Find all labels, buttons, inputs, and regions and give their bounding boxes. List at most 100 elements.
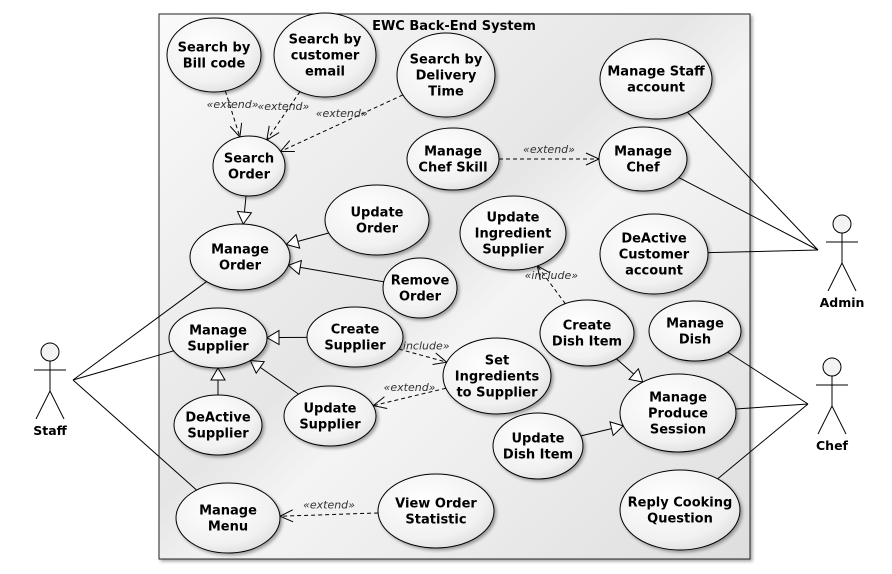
- use-case-label: Update: [512, 432, 565, 447]
- generalization-edge: [285, 232, 329, 249]
- use-case-label: View Order: [395, 497, 477, 512]
- use-case-label: Manage: [666, 317, 724, 332]
- use-case-label: Manage: [189, 324, 247, 339]
- use-case-ellipse: [173, 394, 263, 456]
- use-case-ellipse: [324, 184, 430, 256]
- use-case-ellipse: [168, 307, 268, 369]
- use-case-label: Remove: [391, 274, 450, 289]
- use-case-ellipse: [306, 306, 404, 368]
- use-case-label: Chef Skill: [418, 161, 487, 176]
- use-case-ellipse: [598, 126, 688, 192]
- use-case-label: Manage: [614, 145, 672, 160]
- use-case-label: Supplier: [482, 243, 544, 258]
- use-case-label: Supplier: [324, 339, 386, 354]
- use-case-label: Search by: [410, 53, 483, 68]
- use-case-ellipse: [619, 469, 741, 551]
- stick-figure-icon: [826, 214, 858, 292]
- include-label: «include»: [396, 340, 450, 353]
- use-case-label: Search by: [178, 41, 251, 56]
- generalization-edge: [287, 259, 384, 283]
- association-edge: [678, 177, 819, 251]
- use-case-ellipse: [648, 300, 742, 362]
- use-case-label: Order: [228, 168, 271, 183]
- use-case-ellipse: [382, 257, 458, 319]
- extend-label: «extend»: [316, 107, 368, 120]
- use-case-ellipse: [166, 17, 262, 93]
- stick-figure-icon: [816, 357, 848, 435]
- use-case-label: customer: [291, 49, 360, 64]
- system-title: EWC Back-End System: [372, 19, 536, 34]
- extend-edge: «extend»: [257, 91, 310, 141]
- use-case-ellipse: [406, 127, 500, 191]
- actor-admin[interactable]: Admin: [820, 214, 865, 310]
- association-edge: [727, 351, 809, 405]
- use-case-label: Dish: [679, 333, 711, 348]
- use-case-label: Manage: [424, 145, 482, 160]
- use-case-label: Bill code: [183, 57, 246, 72]
- generalization-edge: [580, 421, 625, 437]
- use-case-ellipse: [273, 12, 377, 98]
- generalization-edge: [249, 359, 299, 395]
- use-case-label: Manage: [211, 243, 269, 258]
- use-case-label: Ingredient: [475, 227, 552, 242]
- actor-name: Chef: [816, 438, 849, 453]
- association-edge: [717, 403, 809, 480]
- generalization-edge: [616, 358, 644, 383]
- generalization-edge: [210, 367, 226, 395]
- use-case-ellipse: [492, 412, 584, 480]
- use-case-ellipse: [619, 373, 737, 453]
- extend-label: «extend»: [257, 100, 309, 113]
- use-case-label: Ingredients: [455, 370, 540, 385]
- actor-name: Admin: [820, 295, 865, 310]
- use-case-label: Order: [356, 222, 399, 237]
- extend-edge: «extend»: [278, 499, 379, 523]
- use-case-label: Produce: [648, 407, 708, 422]
- use-case-label: Manage: [199, 504, 257, 519]
- use-case-label: Reply Cooking: [628, 496, 733, 511]
- use-case-label: Delivery: [416, 69, 477, 84]
- use-case-ellipse: [599, 213, 709, 295]
- actor-staff[interactable]: Staff: [33, 342, 68, 438]
- use-case-label: Supplier: [299, 418, 361, 433]
- use-case-label: Customer: [619, 248, 690, 263]
- use-case-label: Search by: [289, 33, 362, 48]
- actor-chef[interactable]: Chef: [816, 357, 849, 453]
- use-case-label: Update: [304, 402, 357, 417]
- use-case-label: Supplier: [187, 427, 249, 442]
- actor-name: Staff: [33, 423, 67, 438]
- use-case-label: to Supplier: [456, 386, 538, 401]
- use-case-label: Manage Staff: [607, 65, 705, 80]
- use-case-label: Create: [331, 323, 380, 338]
- use-case-ellipse: [539, 299, 635, 367]
- use-case-label: Statistic: [405, 513, 466, 528]
- extend-label: «extend»: [523, 143, 575, 156]
- association-edge: [72, 379, 197, 491]
